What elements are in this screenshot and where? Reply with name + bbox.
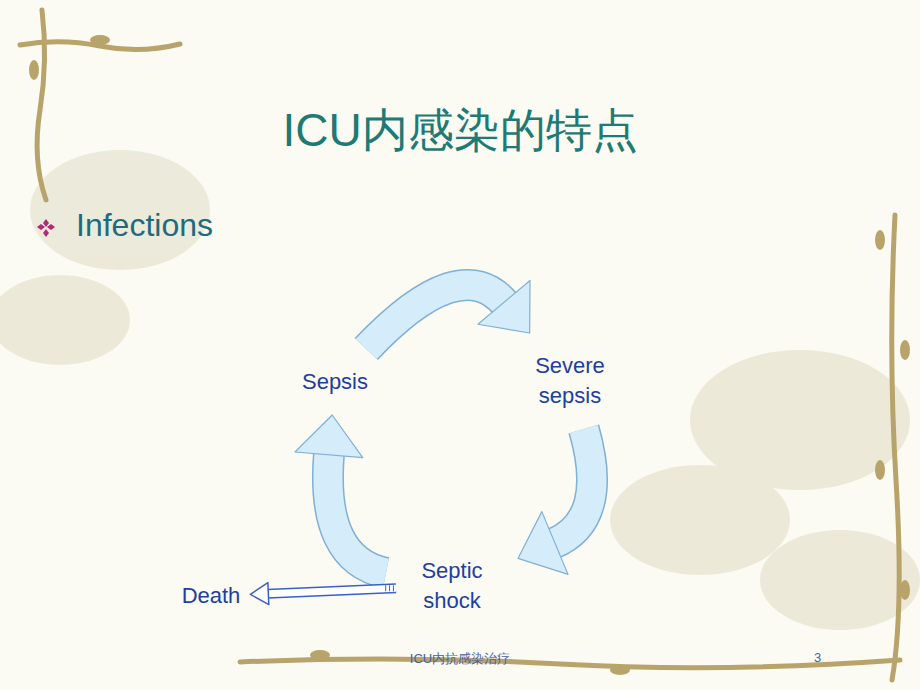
cycle-stage: Severe sepsis [520,349,620,413]
cycle-arrow [366,281,530,349]
footer-text: ICU内抗感染治疗 [0,650,920,668]
stage-label: Severe sepsis [524,351,616,411]
cycle-arrow [295,415,386,573]
stage-label: Sepsis [302,367,368,397]
slide-title: ICU内感染的特点 [0,100,920,162]
cycle-arrow [518,429,592,574]
cycle-stage: Septic shock [402,554,502,618]
stage-label: Septic shock [406,556,498,616]
stage-label: Death [182,581,241,611]
cycle-stage: Death [178,579,245,613]
cycle-arrow [250,583,396,605]
cycle-stage: Sepsis [298,365,372,399]
bullet-symbol [37,219,55,237]
page-number: 3 [814,650,821,665]
bullet-text: Infections [76,207,213,244]
